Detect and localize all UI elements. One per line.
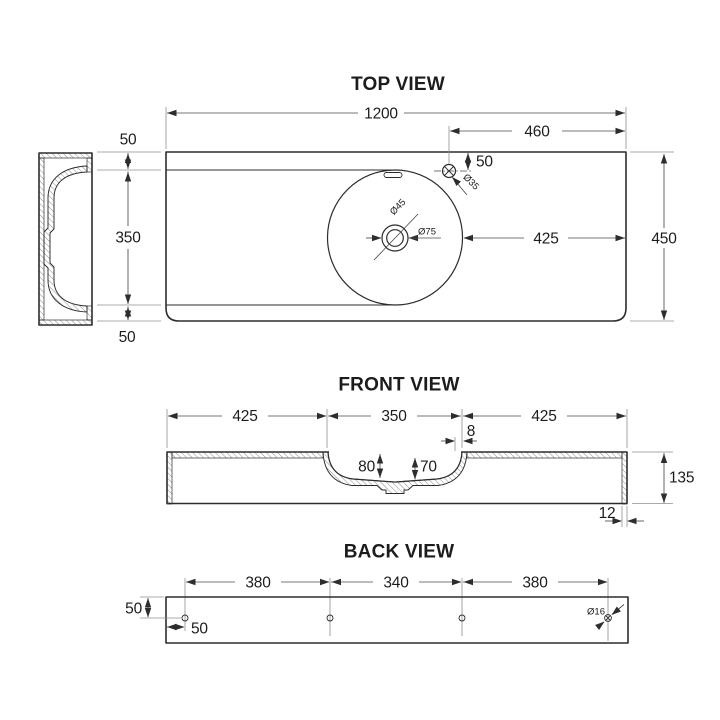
front-left-span-dim: 425	[232, 408, 257, 425]
basin-bowl-circle	[326, 169, 464, 306]
mount-hole-1	[181, 614, 189, 622]
tap-to-right-dim: 460	[524, 124, 550, 141]
wall-thickness-dim: 12	[599, 505, 616, 522]
front-view-title: FRONT VIEW	[338, 375, 459, 396]
front-right-span-dim: 425	[531, 408, 556, 425]
basin-zone-depth-dim: 350	[115, 230, 141, 247]
hole-span-1-dim: 380	[245, 575, 271, 592]
front-view-outline	[166, 451, 628, 505]
section-outline	[38, 152, 93, 326]
back-view-outline	[165, 596, 629, 644]
front-ledge-dim: 50	[119, 329, 136, 346]
rim-lip-dim: 8	[467, 423, 475, 440]
tap-hole	[441, 163, 457, 179]
overall-height-dim: 135	[669, 470, 694, 487]
mount-hole-4-cross-2	[605, 615, 611, 621]
front-bowl-shell	[322, 451, 468, 494]
section-bowl-shell	[43, 165, 88, 313]
mount-hole-3	[458, 614, 466, 622]
drain-hole-circle	[386, 229, 404, 247]
top-view: TOP VIEW Ø45 Ø75 Ø35 1200	[97, 74, 677, 346]
front-view: FRONT VIEW 425 350 425 8 80 70	[166, 375, 694, 527]
mount-hole-2	[326, 614, 334, 622]
back-ledge-dim: 50	[120, 132, 137, 149]
bowl-inner-depth-dim: 70	[420, 459, 437, 476]
mount-hole-diameter-label: Ø16	[587, 607, 605, 618]
top-view-title: TOP VIEW	[351, 74, 445, 95]
drain-diameter-leader	[373, 213, 419, 261]
front-top-plate-left-hatch	[171, 451, 324, 459]
back-view-title: BACK VIEW	[344, 542, 455, 563]
basin-to-right-dim: 425	[533, 231, 558, 248]
overall-depth-dim: 450	[651, 231, 677, 248]
drain-recess-diameter-label: Ø75	[418, 227, 436, 238]
tap-hole-diameter-label: Ø35	[461, 172, 481, 192]
bowl-depth-dim: 80	[358, 459, 375, 476]
back-view: BACK VIEW 380 340 380 50 50	[125, 542, 629, 644]
hole-span-2-dim: 340	[383, 575, 409, 592]
overall-width-dim: 1200	[364, 106, 398, 123]
hole-span-3-dim: 380	[522, 575, 548, 592]
front-top-plate-right-hatch	[466, 451, 623, 459]
drain-hole-diameter-label: Ø45	[388, 197, 408, 218]
top-view-outline	[165, 151, 627, 322]
side-section-view	[38, 152, 93, 326]
front-basin-span-dim: 350	[381, 408, 407, 425]
hole-from-edge-dim: 50	[191, 621, 208, 638]
front-bowl-inner-line	[327, 451, 463, 483]
mount-hole-4	[604, 614, 612, 622]
tap-from-back-dim: 50	[476, 154, 493, 171]
overflow-slot	[383, 172, 403, 178]
hole-from-top-dim: 50	[125, 601, 142, 618]
